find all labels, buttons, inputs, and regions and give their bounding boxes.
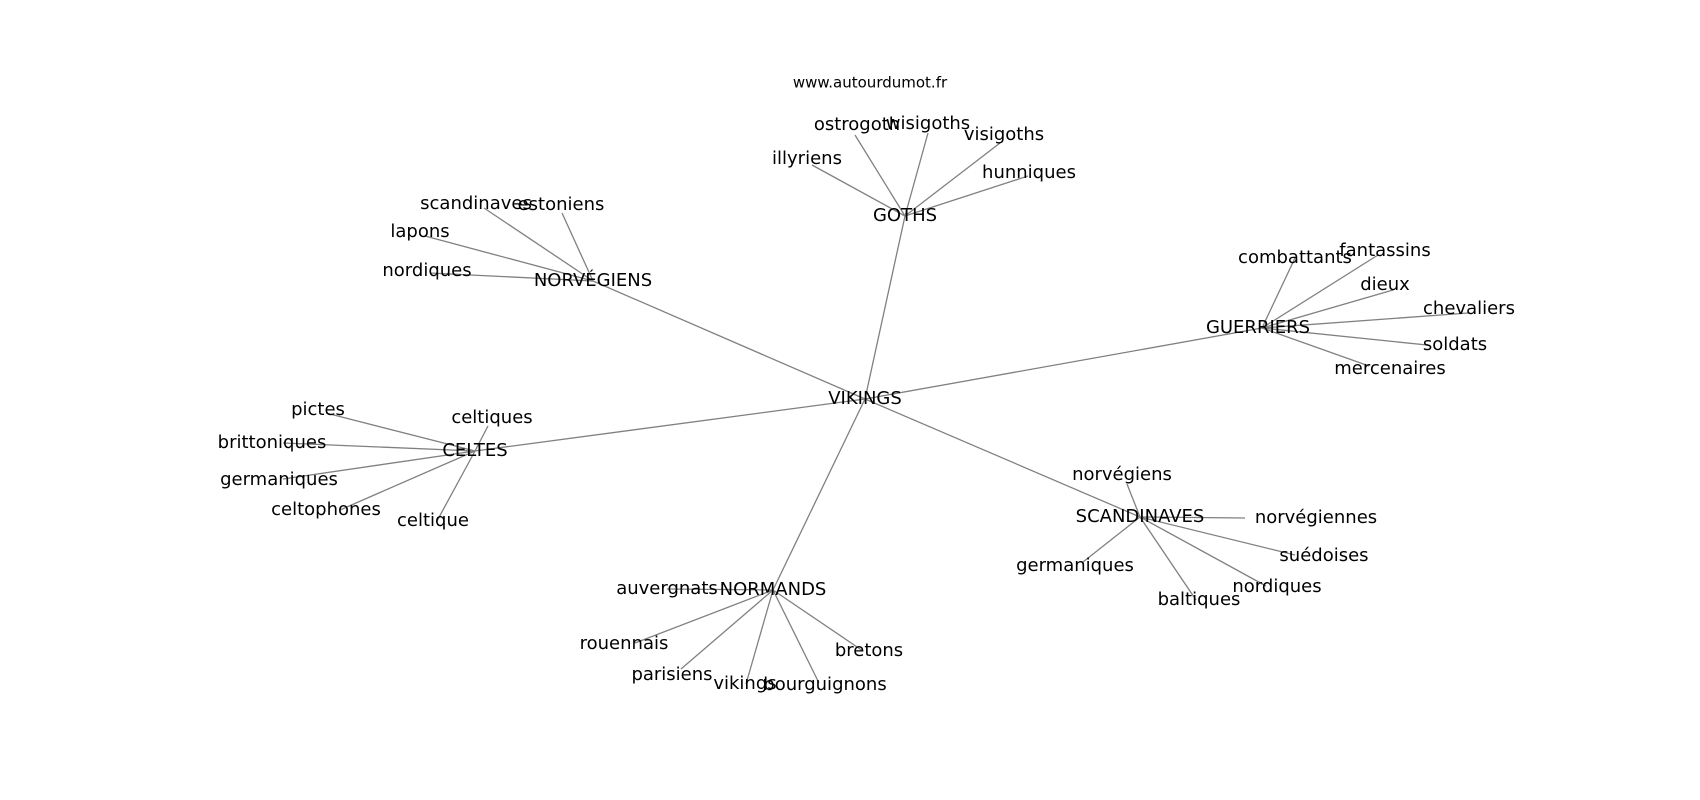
edge-center-hub xyxy=(864,398,1141,518)
edge-hub-leaf xyxy=(325,412,476,452)
leaf-node: wisigoths xyxy=(886,113,970,134)
leaf-node: soldats xyxy=(1423,334,1487,355)
leaf-node: parisiens xyxy=(631,664,712,685)
leaf-node: nordiques xyxy=(1232,576,1321,597)
edge-hub-leaf xyxy=(1261,327,1428,346)
edge-hub-leaf xyxy=(282,442,476,452)
hub-node: NORVÉGIENS xyxy=(534,269,652,291)
leaf-node: celtiques xyxy=(451,407,532,428)
leaf-node: nordiques xyxy=(382,260,471,281)
leaf-node: germaniques xyxy=(220,469,338,490)
edge-hub-leaf xyxy=(634,589,774,644)
center-node: VIKINGS xyxy=(828,388,902,409)
hub-node: CELTES xyxy=(442,440,507,461)
leaf-node: germaniques xyxy=(1016,555,1134,576)
hub-node: NORMANDS xyxy=(720,579,827,600)
edge-hub-leaf xyxy=(745,589,774,685)
hub-node: SCANDINAVES xyxy=(1076,506,1205,527)
edge-hub-leaf xyxy=(474,425,489,452)
graph-labels: www.autourdumot.fr VIKINGS GOTHS ostrogoth… xyxy=(218,74,1515,696)
edge-hub-leaf xyxy=(904,142,1001,217)
edge-hub-leaf xyxy=(1261,312,1469,329)
leaf-node: bretons xyxy=(835,640,903,661)
leaf-node: brittoniques xyxy=(218,432,327,453)
leaf-node: fantassins xyxy=(1339,240,1430,261)
edge-hub-leaf xyxy=(561,212,594,282)
edge-hub-leaf xyxy=(1139,516,1246,519)
leaf-node: mercenaires xyxy=(1334,358,1445,379)
leaf-node: estoniens xyxy=(518,194,605,215)
leaf-node: ostrogoth xyxy=(814,114,900,135)
leaf-node: illyriens xyxy=(772,148,842,169)
edge-hub-leaf xyxy=(1261,289,1394,329)
leaf-node: bourguignons xyxy=(763,674,886,695)
edge-hub-leaf xyxy=(483,207,594,282)
edge-hub-leaf xyxy=(772,589,864,652)
edge-hub-leaf xyxy=(1126,483,1141,518)
edge-center-hub xyxy=(864,327,1263,400)
leaf-node: rouennais xyxy=(580,633,669,654)
edge-hub-leaf xyxy=(1261,327,1370,367)
leaf-node: celtique xyxy=(397,510,469,531)
edge-hub-leaf xyxy=(429,272,594,282)
leaf-node: hunniques xyxy=(982,162,1076,183)
leaf-node: scandinaves xyxy=(420,193,532,214)
leaf-node: visigoths xyxy=(964,124,1044,145)
edge-hub-leaf xyxy=(811,164,906,217)
edge-hub-leaf xyxy=(666,588,774,591)
edge-hub-leaf xyxy=(424,235,594,282)
hub-node: GUERRIERS xyxy=(1206,317,1310,338)
edge-center-hub xyxy=(772,398,866,591)
leaf-node: baltiques xyxy=(1158,589,1241,610)
edge-center-hub xyxy=(864,215,906,400)
graph-edges xyxy=(282,132,1469,685)
edge-center-hub xyxy=(592,280,866,400)
leaf-node: vikings xyxy=(713,673,776,694)
edge-center-hub xyxy=(474,398,866,452)
edge-hub-leaf xyxy=(282,450,476,480)
leaf-node: suédoises xyxy=(1279,545,1368,566)
leaf-node: chevaliers xyxy=(1423,298,1515,319)
leaf-node: norvégiens xyxy=(1072,464,1172,485)
leaf-node: pictes xyxy=(291,399,345,420)
edge-hub-leaf xyxy=(436,450,476,522)
leaf-node: dieux xyxy=(1360,274,1410,295)
edge-hub-leaf xyxy=(1139,516,1296,556)
edge-hub-leaf xyxy=(854,134,906,217)
edge-hub-leaf xyxy=(1082,516,1141,563)
source-label: www.autourdumot.fr xyxy=(793,74,948,92)
edge-hub-leaf xyxy=(904,175,1029,217)
leaf-node: combattants xyxy=(1238,247,1352,268)
leaf-node: celtophones xyxy=(271,499,381,520)
edge-hub-leaf xyxy=(772,589,820,684)
edge-hub-leaf xyxy=(904,132,929,217)
leaf-node: norvégiennes xyxy=(1255,507,1377,528)
leaf-node: auvergnats xyxy=(616,578,718,599)
edge-hub-leaf xyxy=(1261,257,1296,329)
hub-node: GOTHS xyxy=(873,205,937,226)
edge-hub-leaf xyxy=(1139,516,1267,587)
edge-hub-leaf xyxy=(339,450,476,511)
edge-hub-leaf xyxy=(680,589,774,670)
edge-hub-leaf xyxy=(1261,254,1379,329)
leaf-node: lapons xyxy=(390,221,449,242)
edge-hub-leaf xyxy=(1139,516,1197,601)
